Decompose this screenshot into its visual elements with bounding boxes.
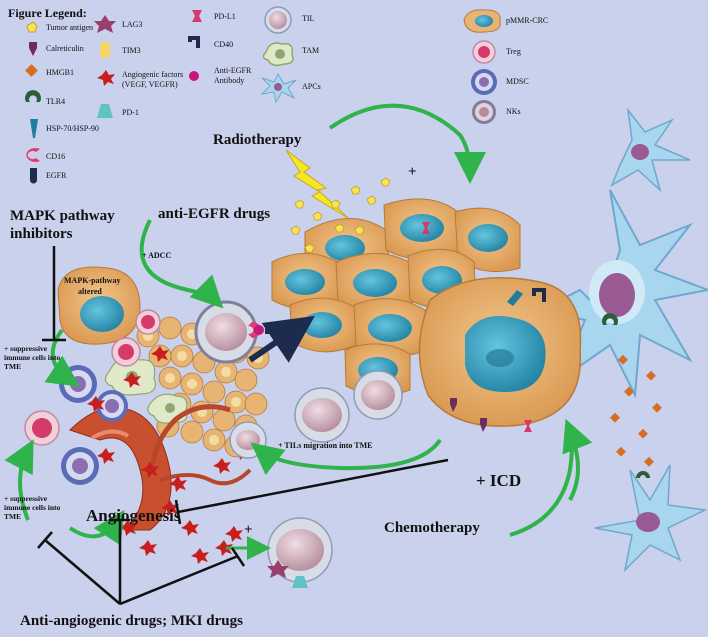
label-mapk-inhibitors-1: MAPK pathway [10, 208, 115, 224]
label-angiogenesis: Angiogenesis [86, 506, 181, 525]
pd1-icon [97, 104, 113, 118]
legend-label-nks: NKs [506, 107, 521, 116]
tumor-antigen-particles [290, 177, 391, 253]
calreticulin-tumor-icon [450, 398, 457, 412]
label-chemotherapy: Chemotherapy [384, 520, 480, 536]
til-cells [195, 301, 403, 459]
til-icon [264, 6, 292, 34]
legend-label-tumor-antigen: Tumor antigen [46, 23, 94, 32]
apc-cell-top [610, 107, 691, 193]
hmgb1-particles [610, 354, 662, 467]
lag3-icon [94, 15, 116, 33]
tlr4-receptor-icon [602, 313, 618, 325]
legend-label-lag3: LAG3 [122, 20, 143, 29]
tumor-antigen-icon [26, 21, 38, 33]
arrows [4, 103, 593, 560]
label-anti-egfr-drugs: anti-EGFR drugs [158, 206, 271, 222]
hsp-icon [30, 119, 38, 138]
legend-label-tlr4: TLR4 [46, 97, 66, 106]
legend-label-cd40: CD40 [214, 40, 234, 49]
label-suppressive-bottom: + suppressive immune cells into TME [4, 494, 61, 521]
apc-cell-bottom [594, 464, 708, 573]
pdl1-tumor-icon [422, 222, 430, 234]
label-adcc: + ADCC [142, 251, 172, 260]
treg-cells [24, 309, 161, 446]
cd40-icon [188, 36, 200, 48]
hmgb1-icon [25, 64, 38, 77]
label-mapk-inhibitors-2: inhibitors [10, 226, 73, 242]
legend-label-pd1: PD-1 [122, 108, 139, 117]
legend-label-anti-egfr-1: Anti-EGFR [214, 66, 252, 75]
legend-label-apcs: APCs [302, 82, 321, 91]
legend-label-anti-egfr-2: Antibody [214, 76, 245, 85]
legend-label-hsp: HSP-70/HSP-90 [46, 124, 99, 133]
pmmr-crc-icon [463, 9, 501, 33]
nk-icon [472, 100, 496, 124]
label-mapk-altered-1: MAPK-pathway [64, 276, 121, 285]
tlr4-icon [25, 90, 42, 102]
legend-label-tim3: TIM3 [122, 46, 141, 55]
legend-title: Figure Legend: [8, 6, 87, 20]
legend-label-angiogenic-1: Angiogenic factors [122, 70, 184, 79]
treg-icon [472, 40, 496, 64]
legend-label-tam: TAM [302, 46, 320, 55]
cd16-icon [26, 148, 40, 162]
apc-cell-large [537, 189, 708, 399]
tam-icon [262, 42, 294, 67]
tumor-cluster [271, 198, 582, 427]
legend-label-til: TIL [302, 14, 315, 23]
legend-icons [25, 6, 501, 184]
label-plus-radiotherapy: + [408, 164, 417, 180]
anti-egfr-antibody-icon [189, 71, 199, 81]
legend-label-egfr: EGFR [46, 171, 67, 180]
tim3-icon [100, 42, 110, 58]
calreticulin-tumor-icon-2 [480, 418, 487, 432]
legend-label-pdl1: PD-L1 [214, 12, 236, 21]
legend-label-pmmr: pMMR-CRC [506, 16, 549, 25]
inhibition-lines [37, 246, 449, 606]
cd40-receptor-icon [532, 288, 546, 302]
angiogenic-factor-icon [97, 70, 115, 86]
radiation-bolt-icon [285, 149, 349, 219]
apc-icon [260, 72, 297, 104]
mdsc-icon [471, 69, 497, 95]
legend-label-cd16: CD16 [46, 152, 66, 161]
legend-label-hmgb1: HMGB1 [46, 68, 75, 77]
egfr-receptor-icon [507, 290, 523, 306]
legend-label-calreticulin: Calreticulin [46, 44, 84, 53]
calreticulin-icon [29, 42, 37, 56]
label-plus-angiogenesis: + [244, 522, 253, 538]
label-tils-migration: + TILs migration into TME [278, 441, 373, 450]
legend-label-mdsc: MDSC [506, 77, 529, 86]
pdl1-icon [192, 10, 202, 22]
label-anti-angiogenic-drugs: Anti-angiogenic drugs; MKI drugs [20, 613, 243, 629]
mapk-altered-tumor-cell [57, 266, 141, 345]
legend-label-angiogenic-2: (VEGF, VEGFR) [122, 80, 178, 89]
label-mapk-altered-2: altered [78, 287, 102, 296]
legend-label-treg: Treg [506, 47, 521, 56]
t-cell-pd1 [267, 517, 333, 588]
label-icd: + ICD [476, 471, 522, 490]
egfr-icon [30, 168, 37, 184]
label-suppressive-top: + suppressive immune cells into TME [4, 344, 61, 371]
pdl1-tumor-icon-2 [524, 420, 532, 432]
label-radiotherapy: Radiotherapy [213, 132, 302, 148]
